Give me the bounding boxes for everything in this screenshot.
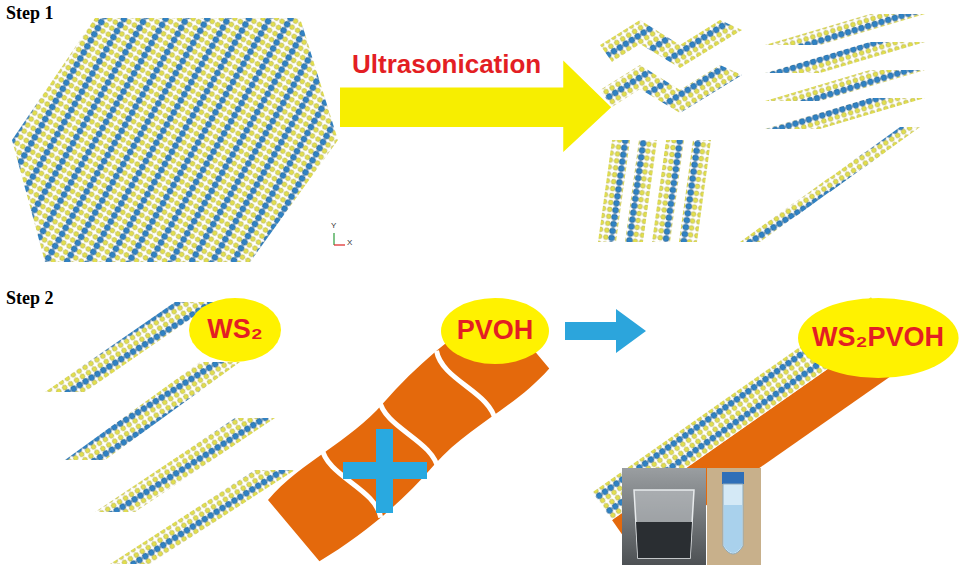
flake [600,65,742,113]
flake [110,470,295,564]
step-label: Step 2 [6,288,54,309]
plus-bar [376,429,393,513]
step-label: Step 1 [6,3,54,24]
axis-label: Y [331,221,336,230]
node-label: PVOH [457,315,534,346]
label-ellipse: WS₂PVOH [798,298,959,378]
label-ellipse: PVOH [441,298,549,364]
tube-cap [722,472,744,484]
flake [765,14,925,45]
ellipse-fill [798,298,959,378]
plus-symbol [343,429,427,513]
node-label: WS₂PVOH [812,322,944,353]
process-arrow [565,309,646,353]
axis-line [333,233,334,245]
flake [765,42,925,73]
flake [679,140,711,242]
sheet-gap [318,444,384,520]
flake [600,20,742,68]
flake [652,140,684,242]
process-arrow: Ultrasonication [340,48,611,152]
flake [765,70,925,101]
axis-label: X [347,238,352,247]
flake [625,140,657,242]
flake [845,127,920,167]
pvoh-sheet [264,303,553,566]
pvoh-sheets [264,303,553,566]
node-label: Ultrasonication [340,48,611,80]
beaker-photo [622,468,706,565]
beaker [634,490,694,558]
flake [598,140,630,242]
tube [723,484,743,554]
axis-line [334,244,345,245]
ellipse-fill [189,298,281,362]
ws2-flakes [45,302,295,564]
solution [724,505,742,553]
tube-photo [707,468,761,565]
label-ellipse: WS₂ [189,298,281,362]
flake [765,98,925,129]
axis-symbol [334,233,345,245]
ellipse-fill [441,298,549,364]
bulk-crystal [12,18,338,262]
dispersion [636,522,692,558]
node-label: WS₂ [207,314,263,345]
exfoliated-flakes [598,14,925,242]
photo-inset [622,468,761,565]
